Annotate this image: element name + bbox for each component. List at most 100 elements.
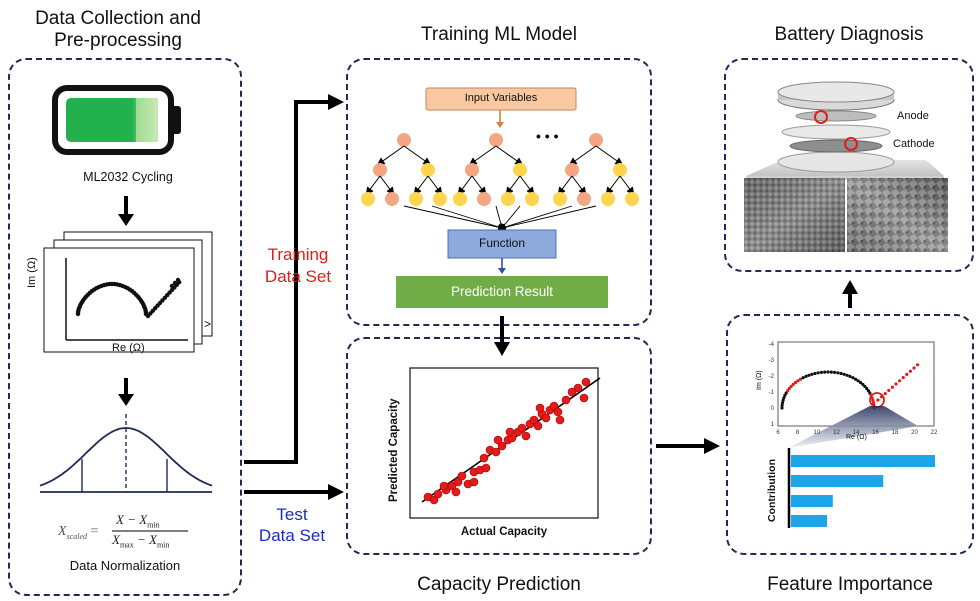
feature-importance-panel bbox=[726, 314, 974, 555]
feature-importance-title: Feature Importance bbox=[767, 574, 933, 595]
label-line: Data Set bbox=[264, 267, 332, 286]
tree-node bbox=[613, 163, 627, 177]
impedance-point bbox=[791, 382, 795, 386]
plot-xlabel: Re (Ω) bbox=[112, 342, 145, 354]
tree-node bbox=[565, 163, 579, 177]
tree-node bbox=[513, 163, 527, 177]
battery-label: ML2032 Cycling bbox=[83, 170, 173, 184]
tree-node bbox=[477, 192, 491, 206]
impedance-point bbox=[823, 370, 827, 374]
predicted-capacity-label: Predicted Capacity bbox=[388, 398, 400, 502]
scatter-point bbox=[521, 431, 531, 441]
impedance-point bbox=[858, 380, 863, 385]
impedance-point bbox=[871, 401, 876, 405]
tree-node bbox=[625, 192, 639, 206]
scatter-point bbox=[429, 495, 439, 505]
battery-icon bbox=[52, 85, 181, 155]
impedance-point bbox=[801, 376, 805, 380]
capacity-prediction-title: Capacity Prediction bbox=[417, 574, 581, 595]
formula-denominator: X bbox=[112, 532, 120, 547]
scatter-point bbox=[533, 421, 543, 431]
x-tick-label: 16 bbox=[872, 430, 879, 436]
impedance-point bbox=[810, 372, 814, 376]
data-collection-title: Data Collection and Pre-processing bbox=[0, 8, 236, 52]
capacity-scatter-plot bbox=[409, 367, 601, 519]
impedance-point bbox=[780, 403, 784, 407]
impedance-point bbox=[780, 401, 785, 405]
x-tick-label: 10 bbox=[814, 430, 821, 436]
tree-node bbox=[577, 192, 591, 206]
gaussian-curve bbox=[39, 414, 213, 493]
contribution-bar bbox=[791, 515, 827, 527]
title-line: Data Collection and bbox=[35, 8, 201, 29]
tree-node bbox=[465, 163, 479, 177]
impedance-point bbox=[898, 379, 902, 383]
test-data-set-label: Test Data Set bbox=[250, 504, 334, 546]
scatter-point bbox=[579, 393, 589, 403]
impedance-point bbox=[781, 398, 785, 402]
impedance-point bbox=[848, 374, 852, 378]
y-tick-label: 1 bbox=[771, 422, 775, 428]
scatter-point bbox=[567, 387, 577, 397]
x-tick-label: 18 bbox=[892, 430, 899, 436]
impedance-point bbox=[786, 389, 790, 393]
normalization-formula: Xscaled = X − Xmin Xmax − Xmin bbox=[58, 512, 170, 550]
impedance-point bbox=[912, 366, 916, 370]
data-collection-panel bbox=[8, 58, 242, 596]
tree-node bbox=[385, 192, 399, 206]
impedance-point bbox=[798, 377, 803, 381]
scatter-point bbox=[535, 403, 545, 413]
scatter-point bbox=[497, 441, 507, 451]
impedance-point bbox=[816, 371, 820, 375]
x-tick-label: 14 bbox=[853, 430, 860, 436]
impedance-point bbox=[789, 384, 793, 388]
prediction-to-feature-arrow bbox=[656, 438, 720, 454]
scatter-point bbox=[573, 383, 583, 393]
feature-to-diagnosis-arrow bbox=[842, 280, 858, 308]
scatter-point bbox=[529, 415, 539, 425]
scatter-point bbox=[439, 481, 449, 491]
tree-node bbox=[433, 192, 447, 206]
battery-diagnosis-panel bbox=[724, 58, 974, 272]
input-variables-label: Input Variables bbox=[464, 92, 538, 104]
formula-numerator-sub: min bbox=[147, 520, 160, 530]
contribution-bar bbox=[791, 475, 884, 487]
impedance-point bbox=[836, 371, 840, 375]
battery-layers-graphic bbox=[744, 81, 948, 252]
impedance-point bbox=[863, 384, 867, 388]
x-tick-label: 8 bbox=[796, 430, 800, 436]
impedance-point bbox=[780, 406, 784, 410]
label-line: Training bbox=[267, 245, 329, 264]
scatter-point bbox=[479, 453, 489, 463]
impedance-point bbox=[883, 392, 887, 396]
y-tick-label: -1 bbox=[769, 390, 775, 396]
impedance-point bbox=[876, 398, 880, 402]
y-tick-label: -4 bbox=[769, 342, 775, 348]
impedance-point bbox=[861, 382, 865, 386]
actual-capacity-label: Actual Capacity bbox=[460, 526, 548, 538]
capacity-prediction-panel bbox=[346, 337, 652, 555]
normalization-label: Data Normalization bbox=[69, 558, 181, 573]
scatter-point bbox=[505, 427, 515, 437]
contribution-bar bbox=[791, 495, 833, 507]
scatter-point bbox=[549, 401, 559, 411]
impedance-point bbox=[890, 385, 895, 389]
down-arrow-icon bbox=[118, 196, 134, 226]
scatter-point bbox=[541, 413, 551, 423]
contribution-bar bbox=[791, 455, 935, 467]
impedance-point bbox=[916, 363, 920, 367]
impedance-point bbox=[901, 376, 905, 380]
ellipsis: • • • bbox=[536, 128, 559, 144]
scatter-point bbox=[581, 377, 591, 387]
feature-plot-ylabel: Im (Ω) bbox=[756, 370, 763, 390]
scatter-point bbox=[493, 435, 503, 445]
nyquist-point bbox=[175, 277, 181, 283]
impedance-point bbox=[804, 374, 808, 378]
training-arrow bbox=[244, 94, 344, 464]
formula-denominator-sub: min bbox=[156, 540, 170, 550]
impedance-point bbox=[793, 380, 798, 385]
tree-node bbox=[361, 192, 375, 206]
label-line: Test bbox=[276, 505, 308, 524]
feature-plot-xlabel: Re (Ω) bbox=[846, 434, 867, 441]
